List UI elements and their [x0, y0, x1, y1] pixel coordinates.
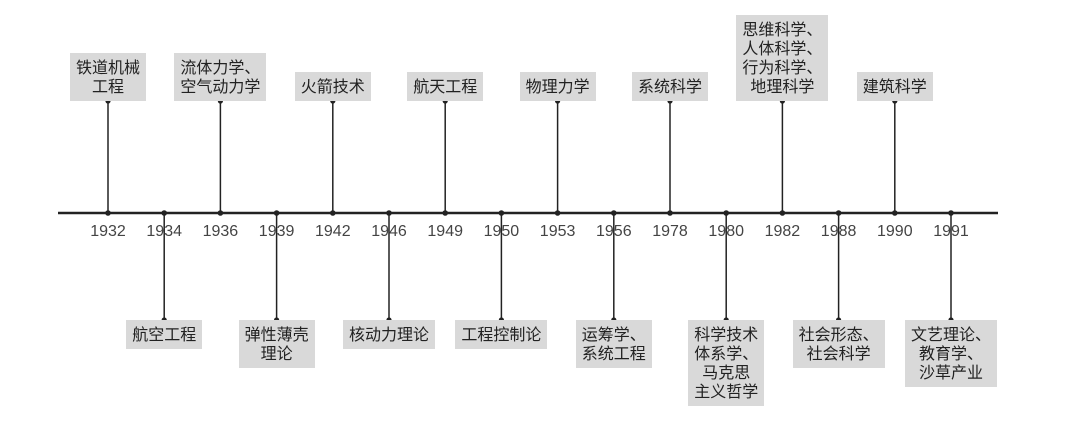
event-box: 文艺理论、教育学、沙草产业 [905, 320, 998, 387]
event-label-line: 体系学、 [694, 344, 759, 363]
axis-dot [217, 210, 224, 216]
event-box: 工程控制论 [455, 320, 548, 349]
axis-dot [386, 210, 392, 216]
event-label-line: 人体科学、 [742, 39, 823, 58]
axis-dot [442, 210, 449, 216]
event-box: 核动力理论 [343, 320, 436, 349]
connector-group [105, 98, 954, 323]
year-label: 1936 [202, 223, 239, 240]
year-label: 1949 [427, 223, 463, 240]
axis-dot [554, 210, 561, 216]
event-box: 思维科学、人体科学、行为科学、地理科学 [736, 15, 829, 101]
event-label-line: 核动力理论 [349, 325, 430, 344]
event-label-line: 工程控制论 [461, 325, 542, 344]
event-label-line: 沙草产业 [919, 363, 984, 382]
event-label-line: 系统工程 [581, 344, 646, 363]
year-label: 1990 [877, 223, 913, 240]
event-label-line: 空气动力学 [180, 77, 261, 96]
axis-dot [611, 210, 617, 216]
event-box: 物理力学 [519, 72, 596, 101]
year-label: 1950 [483, 223, 520, 240]
axis-dot [273, 210, 280, 216]
event-label-line: 教育学、 [919, 344, 984, 363]
event-label-line: 马克思 [702, 363, 751, 382]
event-label-line: 建筑科学 [862, 77, 927, 96]
axis-dot [330, 210, 336, 216]
event-label-line: 铁道机械 [76, 58, 141, 77]
year-label: 1988 [820, 223, 857, 240]
event-box: 航天工程 [407, 72, 484, 101]
year-label: 1934 [146, 223, 182, 240]
axis-dot [667, 210, 673, 216]
event-box: 铁道机械工程 [70, 53, 147, 101]
event-label-line: 主义哲学 [694, 382, 759, 401]
year-label: 1991 [933, 223, 969, 240]
event-label-line: 运筹学、 [581, 325, 646, 344]
year-label: 1956 [596, 223, 632, 240]
axis-dot [723, 210, 729, 216]
event-label-line: 物理力学 [525, 77, 590, 96]
year-label: 1942 [315, 223, 351, 240]
event-box: 社会形态、社会科学 [792, 320, 885, 368]
year-label: 1982 [764, 223, 801, 240]
year-label: 1980 [708, 223, 744, 240]
axis-dot [105, 210, 111, 216]
event-label-line: 社会形态、 [798, 325, 879, 344]
event-box: 航空工程 [126, 320, 203, 349]
event-label-line: 地理科学 [750, 77, 815, 96]
year-label: 1978 [652, 223, 688, 240]
event-box: 火箭技术 [294, 72, 371, 101]
axis-dot [835, 210, 842, 216]
event-box: 建筑科学 [856, 72, 933, 101]
event-label-line: 流体力学、 [180, 58, 261, 77]
event-label-line: 文艺理论、 [911, 325, 992, 344]
event-label-line: 航天工程 [413, 77, 478, 96]
event-label-line: 弹性薄壳 [244, 325, 309, 344]
year-label: 1946 [371, 223, 407, 240]
year-label: 1932 [90, 223, 126, 240]
event-label-line: 行为科学、 [742, 58, 823, 77]
event-label-line: 工程 [92, 77, 125, 96]
event-box: 科学技术体系学、马克思主义哲学 [688, 320, 765, 406]
event-label-line: 系统科学 [638, 77, 703, 96]
event-box: 弹性薄壳理论 [238, 320, 315, 368]
event-box: 流体力学、空气动力学 [174, 53, 267, 101]
event-label-line: 科学技术 [694, 325, 759, 344]
event-label-line: 思维科学、 [742, 20, 823, 39]
year-label: 1939 [258, 223, 295, 240]
axis-dot [498, 210, 505, 216]
event-box: 系统科学 [632, 72, 709, 101]
event-label-line: 航空工程 [132, 325, 197, 344]
axis-dot [779, 210, 786, 216]
event-label-line: 理论 [260, 344, 293, 363]
axis-dot [161, 210, 167, 216]
axis-dot [892, 210, 898, 216]
event-label-line: 火箭技术 [300, 77, 365, 96]
year-label: 1953 [539, 223, 576, 240]
axis-dot [948, 210, 954, 216]
event-box: 运筹学、系统工程 [575, 320, 652, 368]
event-label-line: 社会科学 [806, 344, 871, 363]
